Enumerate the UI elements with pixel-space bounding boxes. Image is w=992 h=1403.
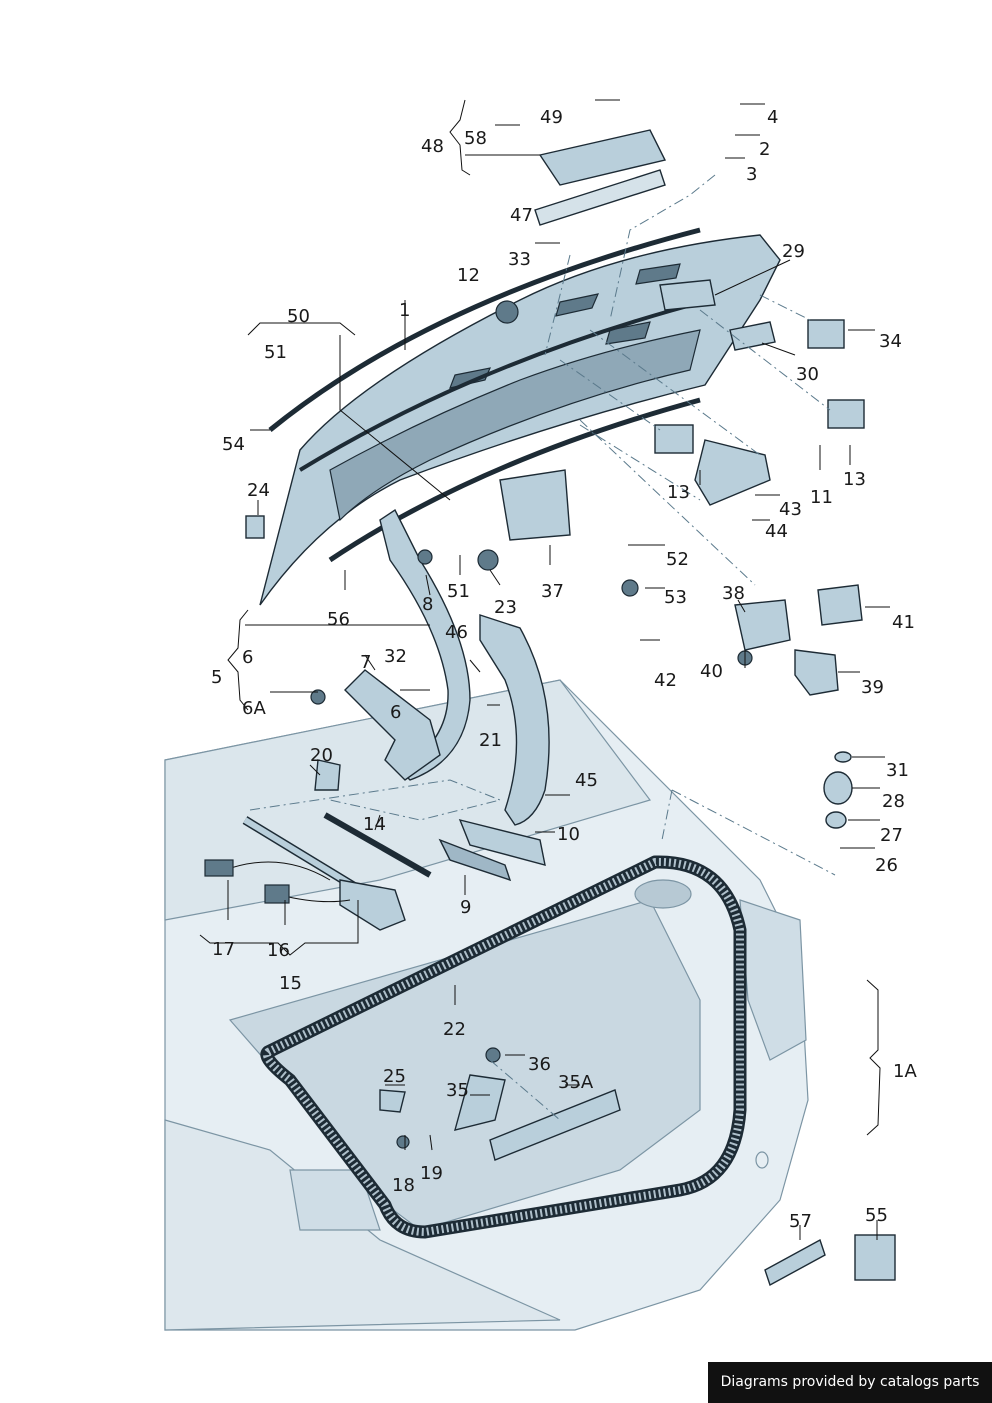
- label-32: 32: [384, 646, 407, 667]
- label-53: 53: [664, 587, 687, 608]
- label-8: 8: [422, 594, 433, 615]
- label-2: 2: [759, 139, 770, 160]
- label-9: 9: [460, 897, 471, 918]
- label-25: 25: [383, 1066, 406, 1087]
- label-34: 34: [879, 331, 902, 352]
- label-16: 16: [267, 940, 290, 961]
- label-13-left: 13: [667, 482, 690, 503]
- label-42: 42: [654, 670, 677, 691]
- wiring-loom: [204, 859, 351, 904]
- hinge-arm: [344, 508, 471, 781]
- label-6a: 6A: [242, 698, 266, 719]
- boot-seal: [260, 855, 747, 1239]
- small-parts: [245, 129, 896, 1287]
- label-3: 3: [746, 164, 757, 185]
- label-20: 20: [310, 745, 333, 766]
- label-13-right: 13: [843, 469, 866, 490]
- label-11: 11: [810, 487, 833, 508]
- label-6-hinge: 6: [390, 702, 401, 723]
- label-56: 56: [327, 609, 350, 630]
- footer-caption: Diagrams provided by catalogs parts: [708, 1362, 992, 1403]
- label-43: 43: [779, 499, 802, 520]
- label-30: 30: [796, 364, 819, 385]
- boot-lid: [259, 227, 781, 606]
- label-22: 22: [443, 1019, 466, 1040]
- label-6: 6: [242, 647, 253, 668]
- label-23: 23: [494, 597, 517, 618]
- label-14: 14: [363, 814, 386, 835]
- label-41: 41: [892, 612, 915, 633]
- label-35a: 35A: [558, 1072, 594, 1093]
- label-50: 50: [287, 306, 310, 327]
- trim-panel-45: [479, 614, 550, 826]
- latch-35: [454, 1074, 621, 1161]
- label-12: 12: [457, 265, 480, 286]
- label-5: 5: [211, 667, 222, 688]
- label-17: 17: [212, 939, 235, 960]
- spring-9-10: [438, 818, 546, 882]
- label-47: 47: [510, 205, 533, 226]
- label-7: 7: [360, 652, 371, 673]
- label-46: 46: [445, 622, 468, 643]
- label-18: 18: [392, 1175, 415, 1196]
- label-15: 15: [279, 973, 302, 994]
- label-19: 19: [420, 1163, 443, 1184]
- label-39: 39: [861, 677, 884, 698]
- label-52: 52: [666, 549, 689, 570]
- label-33: 33: [508, 249, 531, 270]
- label-51-top: 51: [264, 342, 287, 363]
- label-57: 57: [789, 1211, 812, 1232]
- label-27: 27: [880, 825, 903, 846]
- label-31: 31: [886, 760, 909, 781]
- label-49: 49: [540, 107, 563, 128]
- gas-strut: [242, 812, 432, 931]
- guide-lines: [249, 174, 836, 1121]
- label-1a: 1A: [893, 1061, 917, 1082]
- label-48: 48: [421, 136, 444, 157]
- label-37: 37: [541, 581, 564, 602]
- label-40: 40: [700, 661, 723, 682]
- car-body: [164, 679, 809, 1331]
- label-1: 1: [399, 300, 410, 321]
- label-26: 26: [875, 855, 898, 876]
- label-51-bottom: 51: [447, 581, 470, 602]
- label-29: 29: [782, 241, 805, 262]
- label-45: 45: [575, 770, 598, 791]
- label-4: 4: [767, 107, 778, 128]
- label-58: 58: [464, 128, 487, 149]
- label-38: 38: [722, 583, 745, 604]
- leader-lines: [199, 99, 890, 1240]
- label-55: 55: [865, 1205, 888, 1226]
- label-24: 24: [247, 480, 270, 501]
- latch-38: [734, 584, 863, 696]
- label-10: 10: [557, 824, 580, 845]
- label-28: 28: [882, 791, 905, 812]
- label-44: 44: [765, 521, 788, 542]
- label-35: 35: [446, 1080, 469, 1101]
- label-54: 54: [222, 434, 245, 455]
- label-36: 36: [528, 1054, 551, 1075]
- label-21: 21: [479, 730, 502, 751]
- part-labels: 1 1A 2 3 4 5 6 6 6A 7 8 9 10 11 12 13 13…: [211, 107, 917, 1232]
